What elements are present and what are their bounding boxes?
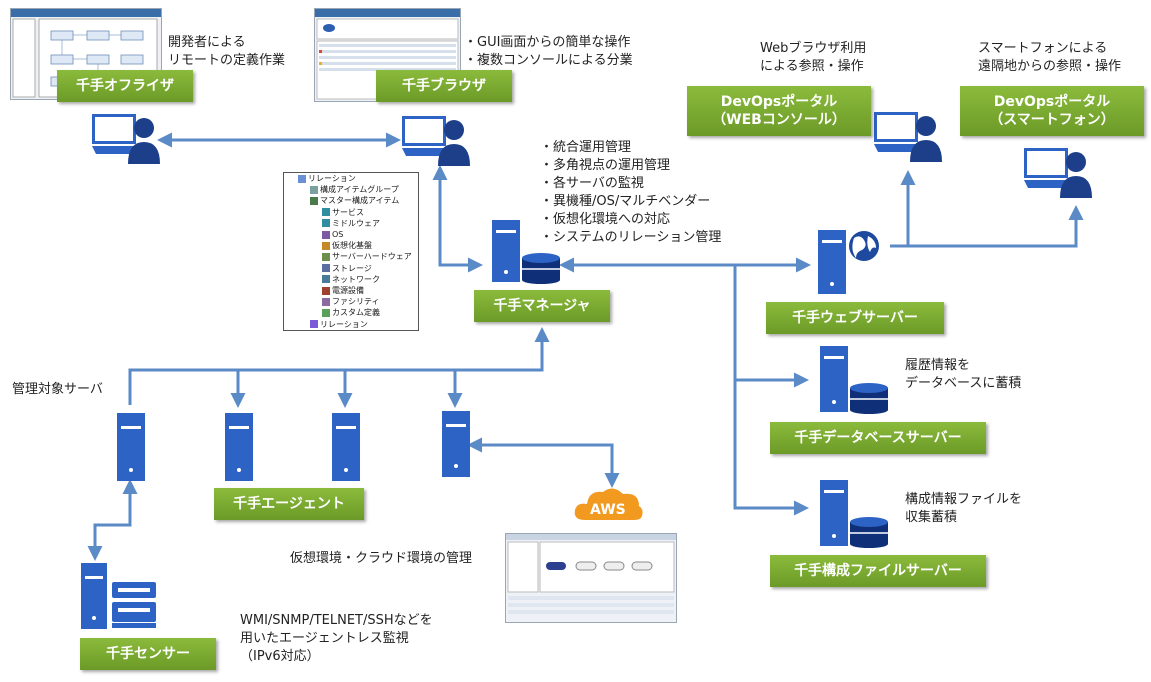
arrow-browser-manager [432,165,483,273]
virtual-note: 仮想環境・クラウド環境の管理 [290,551,473,566]
tree-item-label: サーバーハードウェア [332,252,412,262]
tree-item-label: ファシリティ [332,297,380,307]
tree-node-icon [322,219,330,228]
db-server-icon [820,346,888,414]
config-server-box: 千手構成ファイルサーバー [770,555,986,587]
tree-item[interactable]: ファシリティ [284,296,418,307]
manager-features: ・統合運用管理 ・多角視点の運用管理 ・各サーバの監視 ・異機種/OS/マルチベ… [540,140,722,245]
tree-item-label: OS [332,230,344,240]
devops-phone-box: DevOpsポータル （スマートフォン） [960,86,1144,136]
tree-node-icon [322,297,330,306]
db-server-box: 千手データベースサーバー [770,422,986,454]
tree-item-label: 構成アイテムグループ [320,185,399,195]
config-server-icon [820,480,888,548]
virtual-screenshot [505,533,677,623]
tree-item[interactable]: サービス [284,207,418,218]
tree-item-label: ストレージ [332,263,372,273]
tree-item-label: リレーション [308,174,356,183]
developer-note: 開発者による リモートの定義作業 [168,35,286,68]
tree-item[interactable]: リレーション [284,319,418,330]
tree-node-icon [322,241,330,250]
tree-node-icon [322,275,330,284]
browser-pc-icon [402,116,470,166]
devops-web-pc-icon [874,112,942,162]
offlizer-box: 千手オフライザ [57,70,193,102]
sensor-box: 千手センサー [80,638,216,670]
tree-node-icon [322,208,330,217]
history-note: 履歴情報を データベースに蓄積 [905,358,1022,391]
web-use-note: Webブラウザ利用 による参照・操作 [760,41,867,74]
managed-servers-label: 管理対象サーバ [12,382,103,397]
devops-web-box: DevOpsポータル （WEBコンソール） [687,86,871,136]
manager-box: 千手マネージャ [474,290,610,322]
tree-node-icon [298,174,306,183]
aws-cloud-icon [574,488,643,520]
tree-item[interactable]: カスタム定義 [284,307,418,318]
tree-item[interactable]: リレーション [284,173,418,184]
web-server-icon [818,230,879,294]
tree-node-icon [310,185,318,194]
smartphone-note: スマートフォンによる 遠隔地からの参照・操作 [978,41,1122,74]
agent-box: 千手エージェント [214,488,364,520]
sensor-server-icon [81,563,156,629]
tree-node-icon [322,308,330,317]
aws-label: AWS [590,502,626,518]
agentless-note: WMI/SNMP/TELNET/SSHなどを 用いたエージェントレス監視 （IP… [240,613,433,664]
gui-note: ・GUI画面からの簡単な操作 ・複数コンソールによる分業 [464,35,633,68]
tree-item[interactable]: 仮想化基盤 [284,240,418,251]
tree-item-label: リレーション [320,319,368,329]
tree-item[interactable]: マスター構成アイテム [284,195,418,206]
tree-item-label: サービス [332,207,364,217]
devops-phone-pc-icon [1024,148,1092,198]
tree-item[interactable]: OS [284,229,418,240]
tree-item-label: マスター構成アイテム [320,196,400,206]
tree-item-label: 仮想化基盤 [332,241,372,251]
arrow-server-aws [467,437,620,488]
managed-server-icon [332,413,360,481]
manager-server-icon [492,220,560,284]
tree-item[interactable]: ミドルウェア [284,218,418,229]
managed-server-icon [117,413,145,481]
arrow-web-devops [890,170,916,248]
tree-item[interactable]: 構成アイテムグループ [284,184,418,195]
config-note: 構成情報ファイルを 収集蓄積 [905,492,1023,525]
tree-node-icon [310,320,318,329]
tree-item-label: ミドルウェア [332,218,380,228]
tree-node-icon [322,264,330,273]
tree-node-icon [310,196,318,205]
browser-box: 千手ブラウザ [376,70,512,102]
tree-item-label: 電源設備 [332,286,364,296]
tree-item[interactable]: サーバーハードウェア [284,251,418,262]
tree-node-icon [322,230,330,239]
tree-node-icon [322,252,330,261]
tree-item[interactable]: 電源設備 [284,285,418,296]
web-server-box: 千手ウェブサーバー [766,302,944,334]
offlizer-pc-icon [92,114,160,164]
tree-item-label: カスタム定義 [332,308,380,318]
managed-server-icon [442,411,470,477]
tree-item[interactable]: ストレージ [284,263,418,274]
tree-item-label: ネットワーク [332,274,380,284]
arrow-manager-bus [128,327,550,405]
arrow-web-phone [908,205,1084,248]
arrow-to-config [733,380,809,516]
tree-item[interactable]: ネットワーク [284,274,418,285]
arrow-server-sensor [87,479,138,561]
tree-node-icon [322,286,330,295]
managed-server-icon [225,413,253,481]
